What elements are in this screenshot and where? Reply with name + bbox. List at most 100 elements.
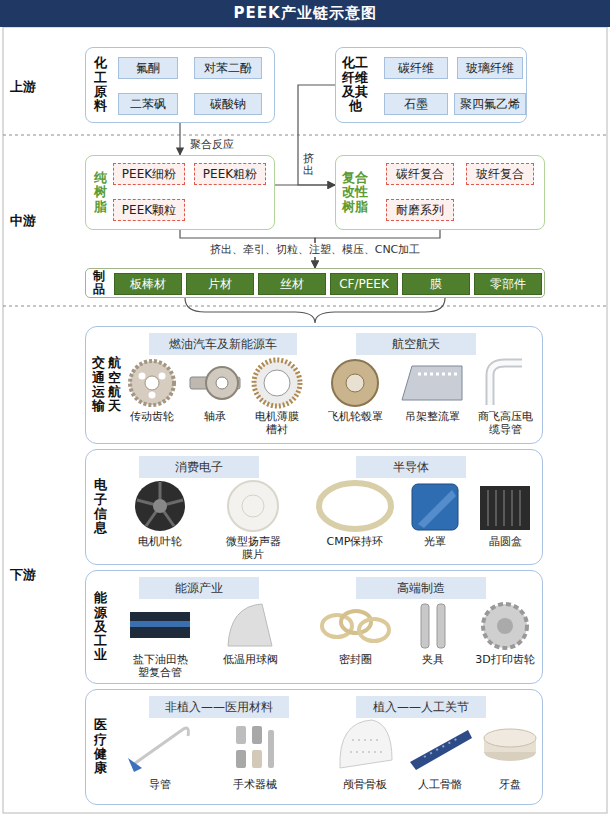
- side-label: 医疗健康: [94, 718, 107, 775]
- gear-hole: [159, 373, 166, 380]
- category-tab: 航空航天: [356, 333, 476, 355]
- box-text: 碳纤复合: [396, 167, 444, 181]
- item-caption: 轴承: [186, 410, 244, 423]
- box-text: 碳酸钠: [210, 97, 246, 111]
- item-caption: 手术器械: [225, 778, 285, 791]
- box-text: 耐磨系列: [396, 203, 444, 217]
- stage-label: 中游: [10, 212, 36, 230]
- item-caption: 传动齿轮: [117, 410, 187, 423]
- title-bar: PEEK产业链示意图: [0, 0, 610, 27]
- category-tab: 燃油汽车及新能源车: [149, 333, 297, 355]
- box-text: 膜: [430, 277, 442, 291]
- box-text: 碳纤维: [398, 61, 434, 75]
- side-label: 交通运输: [92, 356, 105, 413]
- diaphragm-ring: [242, 495, 264, 517]
- material-group: 化工原料氟酮对苯二酚二苯砜碳酸钠: [85, 47, 275, 123]
- box-text: 能源产业: [175, 581, 223, 595]
- gear-hole: [149, 392, 156, 399]
- stator-bore: [264, 370, 290, 396]
- resin-box: PEEK颗粒: [113, 199, 185, 221]
- side-label: 化工原料: [94, 56, 107, 113]
- item-caption: 夹具: [408, 653, 458, 666]
- item-caption: 密封圈: [325, 653, 385, 666]
- box-text: 聚四氟乙烯: [460, 97, 520, 111]
- item-caption: 电机叶轮: [125, 535, 195, 548]
- item-caption: 商飞高压电缆导管: [474, 410, 536, 436]
- material-box: 玻璃纤维: [457, 57, 523, 79]
- box-text: PEEK细粉: [122, 167, 176, 181]
- title-text: PEEK产业链示意图: [233, 4, 376, 23]
- bearing-bore: [216, 377, 228, 389]
- skull-plate-holes: [350, 740, 386, 752]
- side-label: 复合改性树脂: [342, 171, 368, 214]
- gear-hub: [145, 376, 159, 390]
- box-text: PEEK粗粉: [203, 167, 257, 181]
- item-caption: 人工骨骼: [410, 778, 470, 791]
- connector: [298, 85, 335, 185]
- product-box: 零部件: [474, 273, 542, 295]
- box-text: 半导体: [393, 460, 429, 474]
- resin-group: 纯树脂 PEEK细粉 PEEK粗粉 PEEK颗粒: [85, 155, 275, 230]
- impeller-icon: [135, 481, 185, 531]
- conduit-icon: [490, 363, 522, 405]
- box-text: PEEK颗粒: [122, 203, 176, 217]
- printed-gear-icon: [483, 604, 527, 648]
- item-caption: 微型扬声器膜片: [222, 535, 284, 561]
- material-group: 化工纤维及其他碳纤维玻璃纤维石墨聚四氟乙烯: [335, 47, 527, 123]
- bone-plate-icon: [410, 730, 472, 770]
- photomask-sheen: [418, 490, 456, 528]
- product-box: 丝材: [258, 273, 326, 295]
- seal-ring-icon: [322, 615, 352, 637]
- wheel-cover-icon: [332, 360, 378, 406]
- resin-group: 复合改性树脂 碳纤复合 玻纤复合耐磨系列: [335, 155, 545, 230]
- item-caption: 牙盘: [485, 778, 535, 791]
- box-text: 燃油汽车及新能源车: [169, 337, 277, 351]
- catheter-icon: [134, 728, 188, 764]
- resin-box: 玻纤复合: [466, 163, 534, 185]
- conduit-core: [490, 363, 522, 405]
- box-text: 丝材: [280, 277, 304, 291]
- material-box: 聚四氟乙烯: [454, 93, 526, 115]
- valve-icon: [228, 604, 272, 646]
- stage-divider: [3, 306, 607, 307]
- resin-box: PEEK粗粉: [194, 163, 266, 185]
- stage-label: 上游: [10, 78, 36, 96]
- box-text: 板棒材: [130, 277, 166, 291]
- material-box: 碳纤维: [384, 57, 448, 79]
- box-text: 对苯二酚: [204, 61, 252, 75]
- impeller-blades: [137, 482, 183, 526]
- box-text: 非植入——医用材料: [165, 700, 273, 714]
- material-box: 碳酸钠: [194, 93, 262, 115]
- frame: [3, 27, 607, 813]
- item-caption: 低温用球阀: [215, 653, 285, 666]
- catheter-handle: [128, 758, 142, 772]
- side-label: 能源及工业: [94, 591, 107, 662]
- item-caption: 颅骨骨板: [335, 778, 395, 791]
- item-caption: 盐下油田热塑复合管: [129, 653, 191, 679]
- resin-box: PEEK细粉: [113, 163, 185, 185]
- fairing-slots: [418, 373, 458, 376]
- category-tab: 非植入——医用材料: [149, 696, 289, 718]
- pipe-stripe: [130, 621, 190, 627]
- wheel-hub: [346, 374, 364, 392]
- edge-label: 挤出、牵引、切粒、注塑、模压、CNC加工: [208, 243, 423, 257]
- box-text: CF/PEEK: [339, 277, 389, 291]
- photomask-icon: [412, 484, 458, 530]
- bone-plate-holes: [424, 737, 460, 757]
- item-caption: 光罩: [410, 535, 460, 548]
- instrument-icon: [236, 750, 246, 768]
- item-caption: 导管: [130, 778, 190, 791]
- dental-disc-top: [484, 729, 536, 747]
- material-box: 石墨: [384, 93, 448, 115]
- side-label: 纯树脂: [94, 171, 107, 214]
- connector: [179, 123, 180, 155]
- bearing-icon: [206, 367, 238, 399]
- clamp-icon: [421, 604, 429, 648]
- side-label: 航空航天: [108, 356, 121, 413]
- category-tab: 植入——人工关节: [356, 696, 486, 718]
- product-box: 膜: [402, 273, 470, 295]
- category-tab: 高端制造: [356, 577, 486, 599]
- application-panel: 交通运输航空航天燃油汽车及新能源车航空航天: [85, 326, 543, 444]
- fairing-icon: [402, 366, 462, 400]
